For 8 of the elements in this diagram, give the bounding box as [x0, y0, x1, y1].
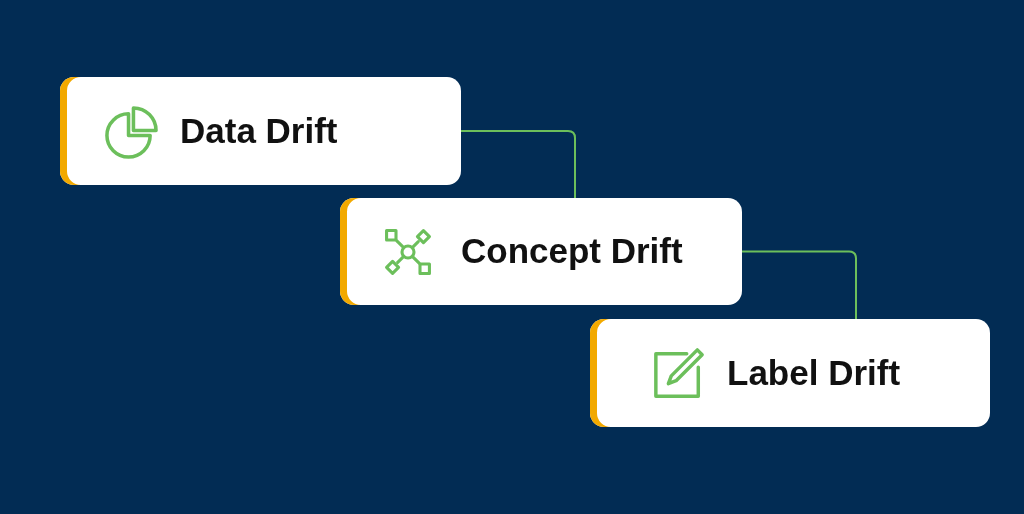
process-box — [590, 319, 990, 427]
process-box — [340, 198, 742, 305]
connector-line — [460, 130, 576, 199]
node-label: Label Drift — [727, 352, 901, 394]
node-label: Concept Drift — [461, 231, 683, 272]
node-label: Data Drift — [180, 110, 338, 152]
process-box — [60, 77, 461, 185]
connector-line — [741, 250, 857, 320]
